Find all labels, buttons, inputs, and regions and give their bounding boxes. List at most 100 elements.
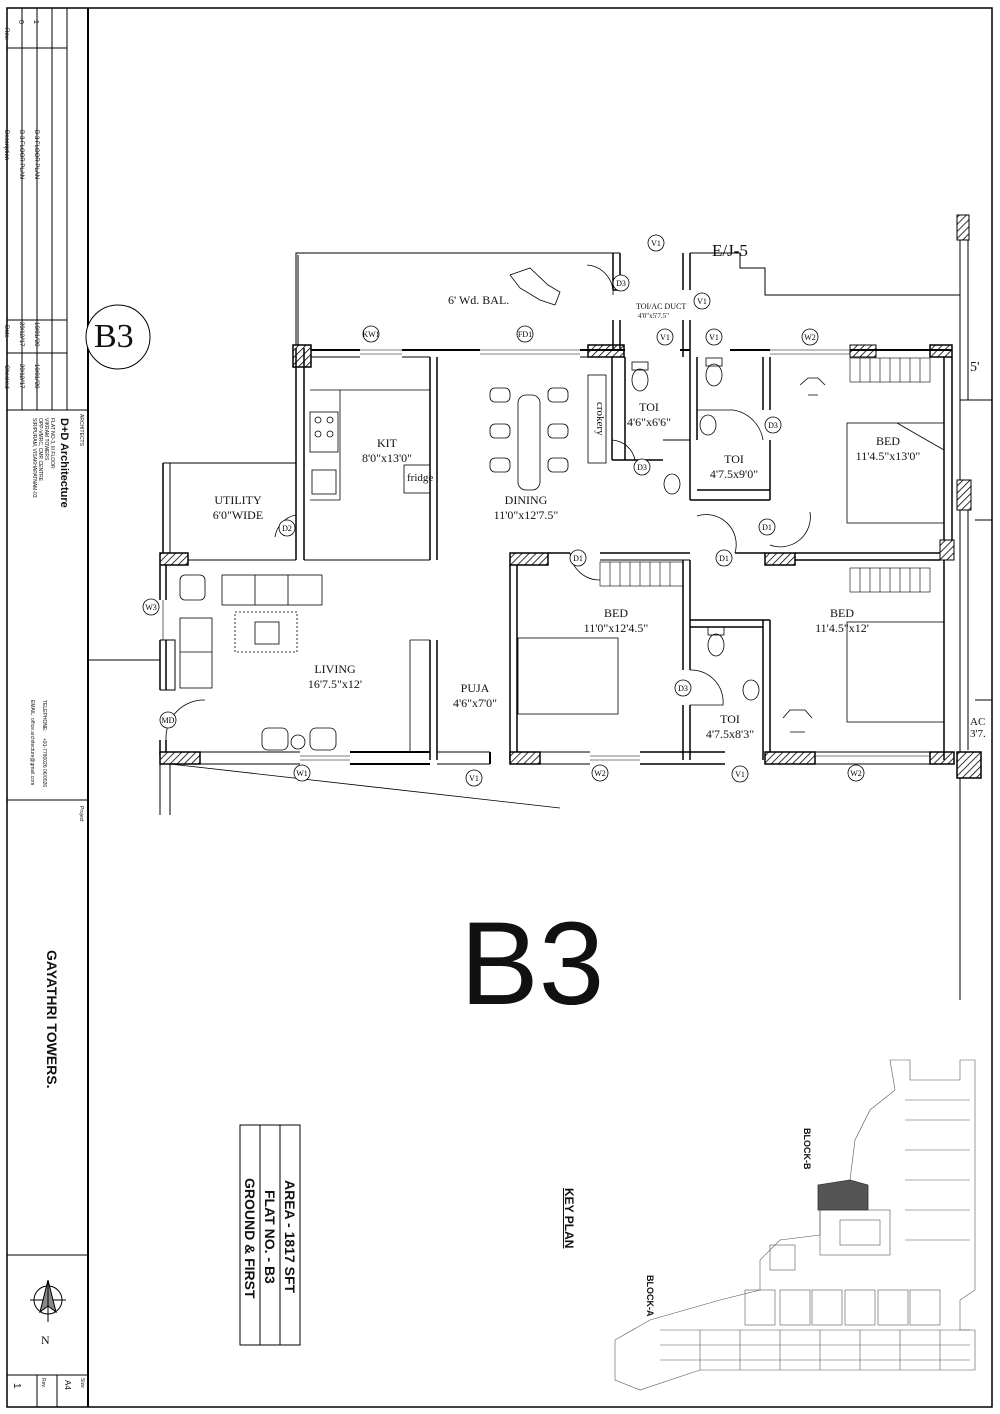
telephone-value: +91-7780026 06/0026 <box>41 738 47 788</box>
opening-tag-w3: W3 <box>142 598 160 616</box>
opening-tag-w1: W1 <box>293 764 311 782</box>
desc-0: B-3 FLOOR PLAN <box>18 130 24 180</box>
opening-tag-v1: V1 <box>647 234 665 252</box>
floor-plan <box>88 214 992 1000</box>
rev-header: Rev. <box>3 28 9 40</box>
opening-tag-w2: W2 <box>847 764 865 782</box>
edge-label-ac: AC <box>970 716 986 728</box>
opening-tag-d2: D2 <box>278 519 296 537</box>
svg-text:D3: D3 <box>637 463 647 472</box>
email-label: EMAIL: <box>29 700 35 717</box>
svg-text:D2: D2 <box>282 524 292 533</box>
address-line-3: OPP-VMRC, CMR CENTRE <box>37 418 43 482</box>
big-flat-label: B3 <box>460 898 605 1030</box>
svg-text:W1: W1 <box>296 769 308 778</box>
size-label: Size <box>79 1378 85 1388</box>
address-line-1: FLAT NO-3, III FLOOR <box>49 418 55 469</box>
date-header: Date <box>3 325 9 338</box>
room-balcony: 6' Wd. BAL. <box>448 293 510 307</box>
opening-tag-d1: D1 <box>569 549 587 567</box>
opening-tag-kw1: KW1 <box>362 325 380 343</box>
block-a-label: BLOCK-A <box>645 1275 655 1317</box>
date-0: 29/12/'17 <box>18 322 24 347</box>
architects-label: ARCHITECTS <box>78 414 84 446</box>
svg-text:V1: V1 <box>651 239 661 248</box>
opening-tag-d1: D1 <box>715 549 733 567</box>
opening-tag-v1: V1 <box>731 765 749 783</box>
block-b-label: BLOCK-B <box>802 1128 812 1170</box>
svg-text:KW1: KW1 <box>362 330 379 339</box>
opening-tag-v1: V1 <box>465 769 483 787</box>
checked-0: 29/12/'17 <box>18 364 24 389</box>
edge-label-5ft: 5' <box>970 360 980 375</box>
opening-tag-md: MD <box>159 711 177 729</box>
edge-label-37: 3'7. <box>970 728 986 740</box>
firm-name: D+D Architecture <box>58 418 70 508</box>
size-value: A4 <box>63 1380 72 1390</box>
opening-tag-w2: W2 <box>801 328 819 346</box>
svg-text:V1: V1 <box>709 333 719 342</box>
svg-text:FD1: FD1 <box>518 330 532 339</box>
opening-tag-w2: W2 <box>591 764 609 782</box>
area-line-2: FLAT NO. - B3 <box>262 1190 278 1284</box>
telephone-label: TELEPHONE: <box>41 700 47 732</box>
north-arrow-icon <box>30 1279 66 1322</box>
desc-header: Description <box>3 130 9 161</box>
key-plan-drawing <box>614 1059 976 1391</box>
key-plan-highlight <box>817 1179 869 1211</box>
svg-text:V1: V1 <box>697 297 707 306</box>
opening-tag-v1: V1 <box>705 328 723 346</box>
address-line-4: SIRIPURAM, VISAKHAPATNAM-03 <box>31 418 37 498</box>
opening-tag-d1: D1 <box>758 518 776 536</box>
svg-text:D3: D3 <box>616 279 626 288</box>
project-name: GAYATHRI TOWERS. <box>44 950 60 1089</box>
north-label: N <box>41 1333 50 1347</box>
crockery-label: crokery <box>594 402 606 436</box>
svg-text:D1: D1 <box>762 523 772 532</box>
fridge-label: fridge <box>407 472 434 484</box>
opening-tag-d3: D3 <box>674 679 692 697</box>
svg-text:W3: W3 <box>145 603 157 612</box>
date-1: 10/01/'20 <box>33 322 39 347</box>
opening-tag-v1: V1 <box>693 292 711 310</box>
svg-text:D3: D3 <box>768 421 778 430</box>
opening-tag-d3: D3 <box>633 458 651 476</box>
area-line-3: GROUND & FIRST <box>242 1178 258 1299</box>
duct-label: TOI/AC DUCT <box>636 302 687 311</box>
opening-tag-d3: D3 <box>612 274 630 292</box>
opening-tag-v1: V1 <box>656 328 674 346</box>
revision-table <box>7 8 88 1407</box>
area-box <box>239 1124 301 1346</box>
svg-text:V1: V1 <box>469 774 479 783</box>
duct-size: 4'0"x5'7.5" <box>638 312 669 320</box>
rev-value: 1 <box>11 1383 22 1389</box>
key-plan-label: KEY PLAN <box>562 1188 576 1249</box>
svg-text:V1: V1 <box>735 770 745 779</box>
svg-text:D3: D3 <box>678 684 688 693</box>
svg-text:W2: W2 <box>804 333 816 342</box>
plan-id-bubble <box>85 304 151 370</box>
grid-label: E/J-5 <box>712 241 748 260</box>
svg-text:MD: MD <box>162 716 175 725</box>
opening-tag-fd1: FD1 <box>516 325 534 343</box>
svg-text:V1: V1 <box>660 333 670 342</box>
address-line-2: VIKRAM TOWERS <box>43 418 49 461</box>
project-label: Project <box>78 806 84 822</box>
rev-1: 1 <box>32 20 39 24</box>
svg-text:D1: D1 <box>573 554 583 563</box>
email-value: office.architecture@gmail.com <box>29 718 35 786</box>
rev-label: Rev. <box>40 1378 46 1388</box>
svg-text:W2: W2 <box>850 769 862 778</box>
rev-0: 0 <box>17 20 24 24</box>
